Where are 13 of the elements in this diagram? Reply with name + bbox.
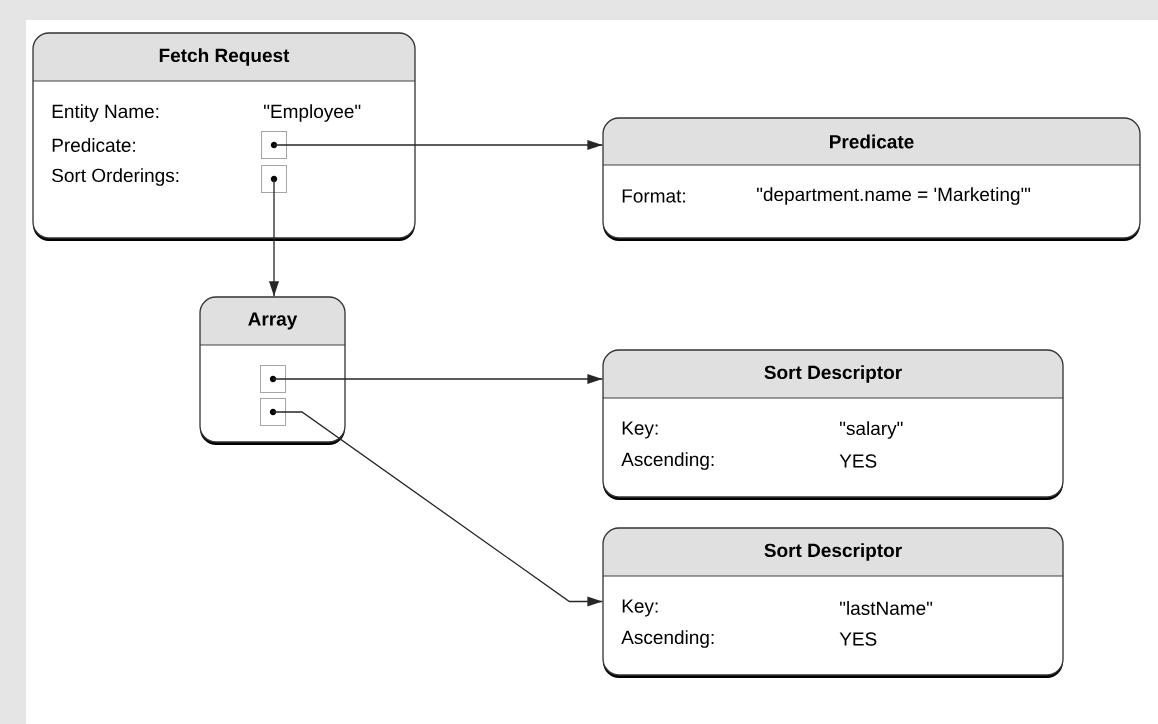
object-box: Sort Descriptor Key: "lastName" Ascending: YES	[602, 527, 1064, 678]
pointer-slot	[260, 365, 286, 393]
arrow	[272, 374, 603, 384]
arrow	[272, 411, 603, 607]
pointer-slot	[261, 165, 287, 193]
pointer-slot	[260, 398, 286, 426]
object-box: Predicate Format: "department.name = 'Marketing'"	[602, 117, 1141, 241]
object-box: Sort Descriptor Key: "salary" Ascending: YES	[602, 349, 1064, 500]
object-box: Array	[199, 296, 346, 445]
pointer-slot	[261, 131, 287, 159]
object-box: Fetch Request Entity Name: "Employee" Predicate: Sort Orderings:	[32, 32, 416, 241]
arrow	[269, 178, 279, 297]
arrow	[273, 140, 603, 150]
